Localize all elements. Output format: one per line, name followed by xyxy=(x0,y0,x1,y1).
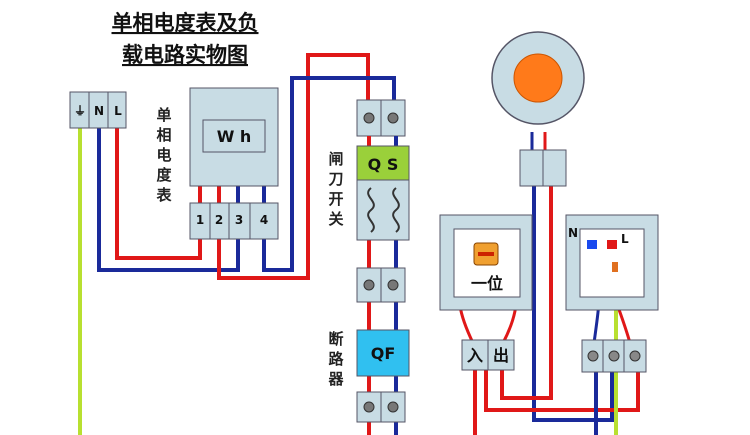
live-wire-meter-out xyxy=(217,53,370,280)
meter-terminal-2: 2 xyxy=(215,213,223,227)
qf-label-1: 断 xyxy=(328,330,343,348)
lamp-neutral-wire xyxy=(532,186,614,422)
light-switch: 一位 入 出 xyxy=(439,214,533,371)
title-line1: 单相电度表及负 xyxy=(112,11,259,35)
qf-label-3: 器 xyxy=(327,370,344,388)
switch-label: 一位 xyxy=(471,274,503,293)
live-terminal-label: L xyxy=(114,104,122,118)
neutral-terminal-label: N xyxy=(94,104,104,118)
meter-label-2: 相 xyxy=(156,126,171,144)
qs-code: Q S xyxy=(368,155,399,174)
socket-n-label: N xyxy=(568,226,578,240)
socket-l-label: L xyxy=(621,232,629,246)
live-wire-supply xyxy=(115,126,202,260)
meter-terminal-1: 1 xyxy=(196,213,204,227)
qf-label-2: 路 xyxy=(328,350,344,368)
power-socket: N L xyxy=(565,214,659,373)
meter-label-4: 度 xyxy=(156,166,172,184)
energy-meter: 单 相 电 度 表 W h 1 2 3 4 xyxy=(156,87,279,240)
qs-label-2: 刀 xyxy=(328,170,343,188)
neutral-wire-supply xyxy=(97,126,240,272)
meter-label-1: 单 xyxy=(156,106,171,124)
qs-label-4: 关 xyxy=(328,210,343,228)
knife-switch: Q S 闸 刀 开 关 xyxy=(328,99,410,241)
supply-terminal-block: ⏚ N L xyxy=(69,91,127,129)
qs-label-1: 闸 xyxy=(328,150,343,168)
meter-label-3: 电 xyxy=(156,146,171,164)
lamp xyxy=(491,31,585,187)
title-line2: 载电路实物图 xyxy=(122,43,248,67)
qf-code: QF xyxy=(371,344,396,363)
switch-in-label: 入 xyxy=(467,346,483,365)
meter-terminal-4: 4 xyxy=(260,213,268,227)
switch-live-branch xyxy=(484,370,640,412)
meter-terminal-3: 3 xyxy=(235,213,243,227)
earth-terminal-label: ⏚ xyxy=(74,104,86,118)
meter-label-5: 表 xyxy=(156,186,172,204)
qs-label-3: 开 xyxy=(328,190,343,208)
switch-out-label: 出 xyxy=(493,346,509,365)
meter-unit: W h xyxy=(217,127,252,146)
neutral-wire-meter-out xyxy=(262,76,396,272)
lamp-live-wire xyxy=(500,186,553,400)
circuit-breaker: QF 断 路 器 xyxy=(327,267,410,423)
